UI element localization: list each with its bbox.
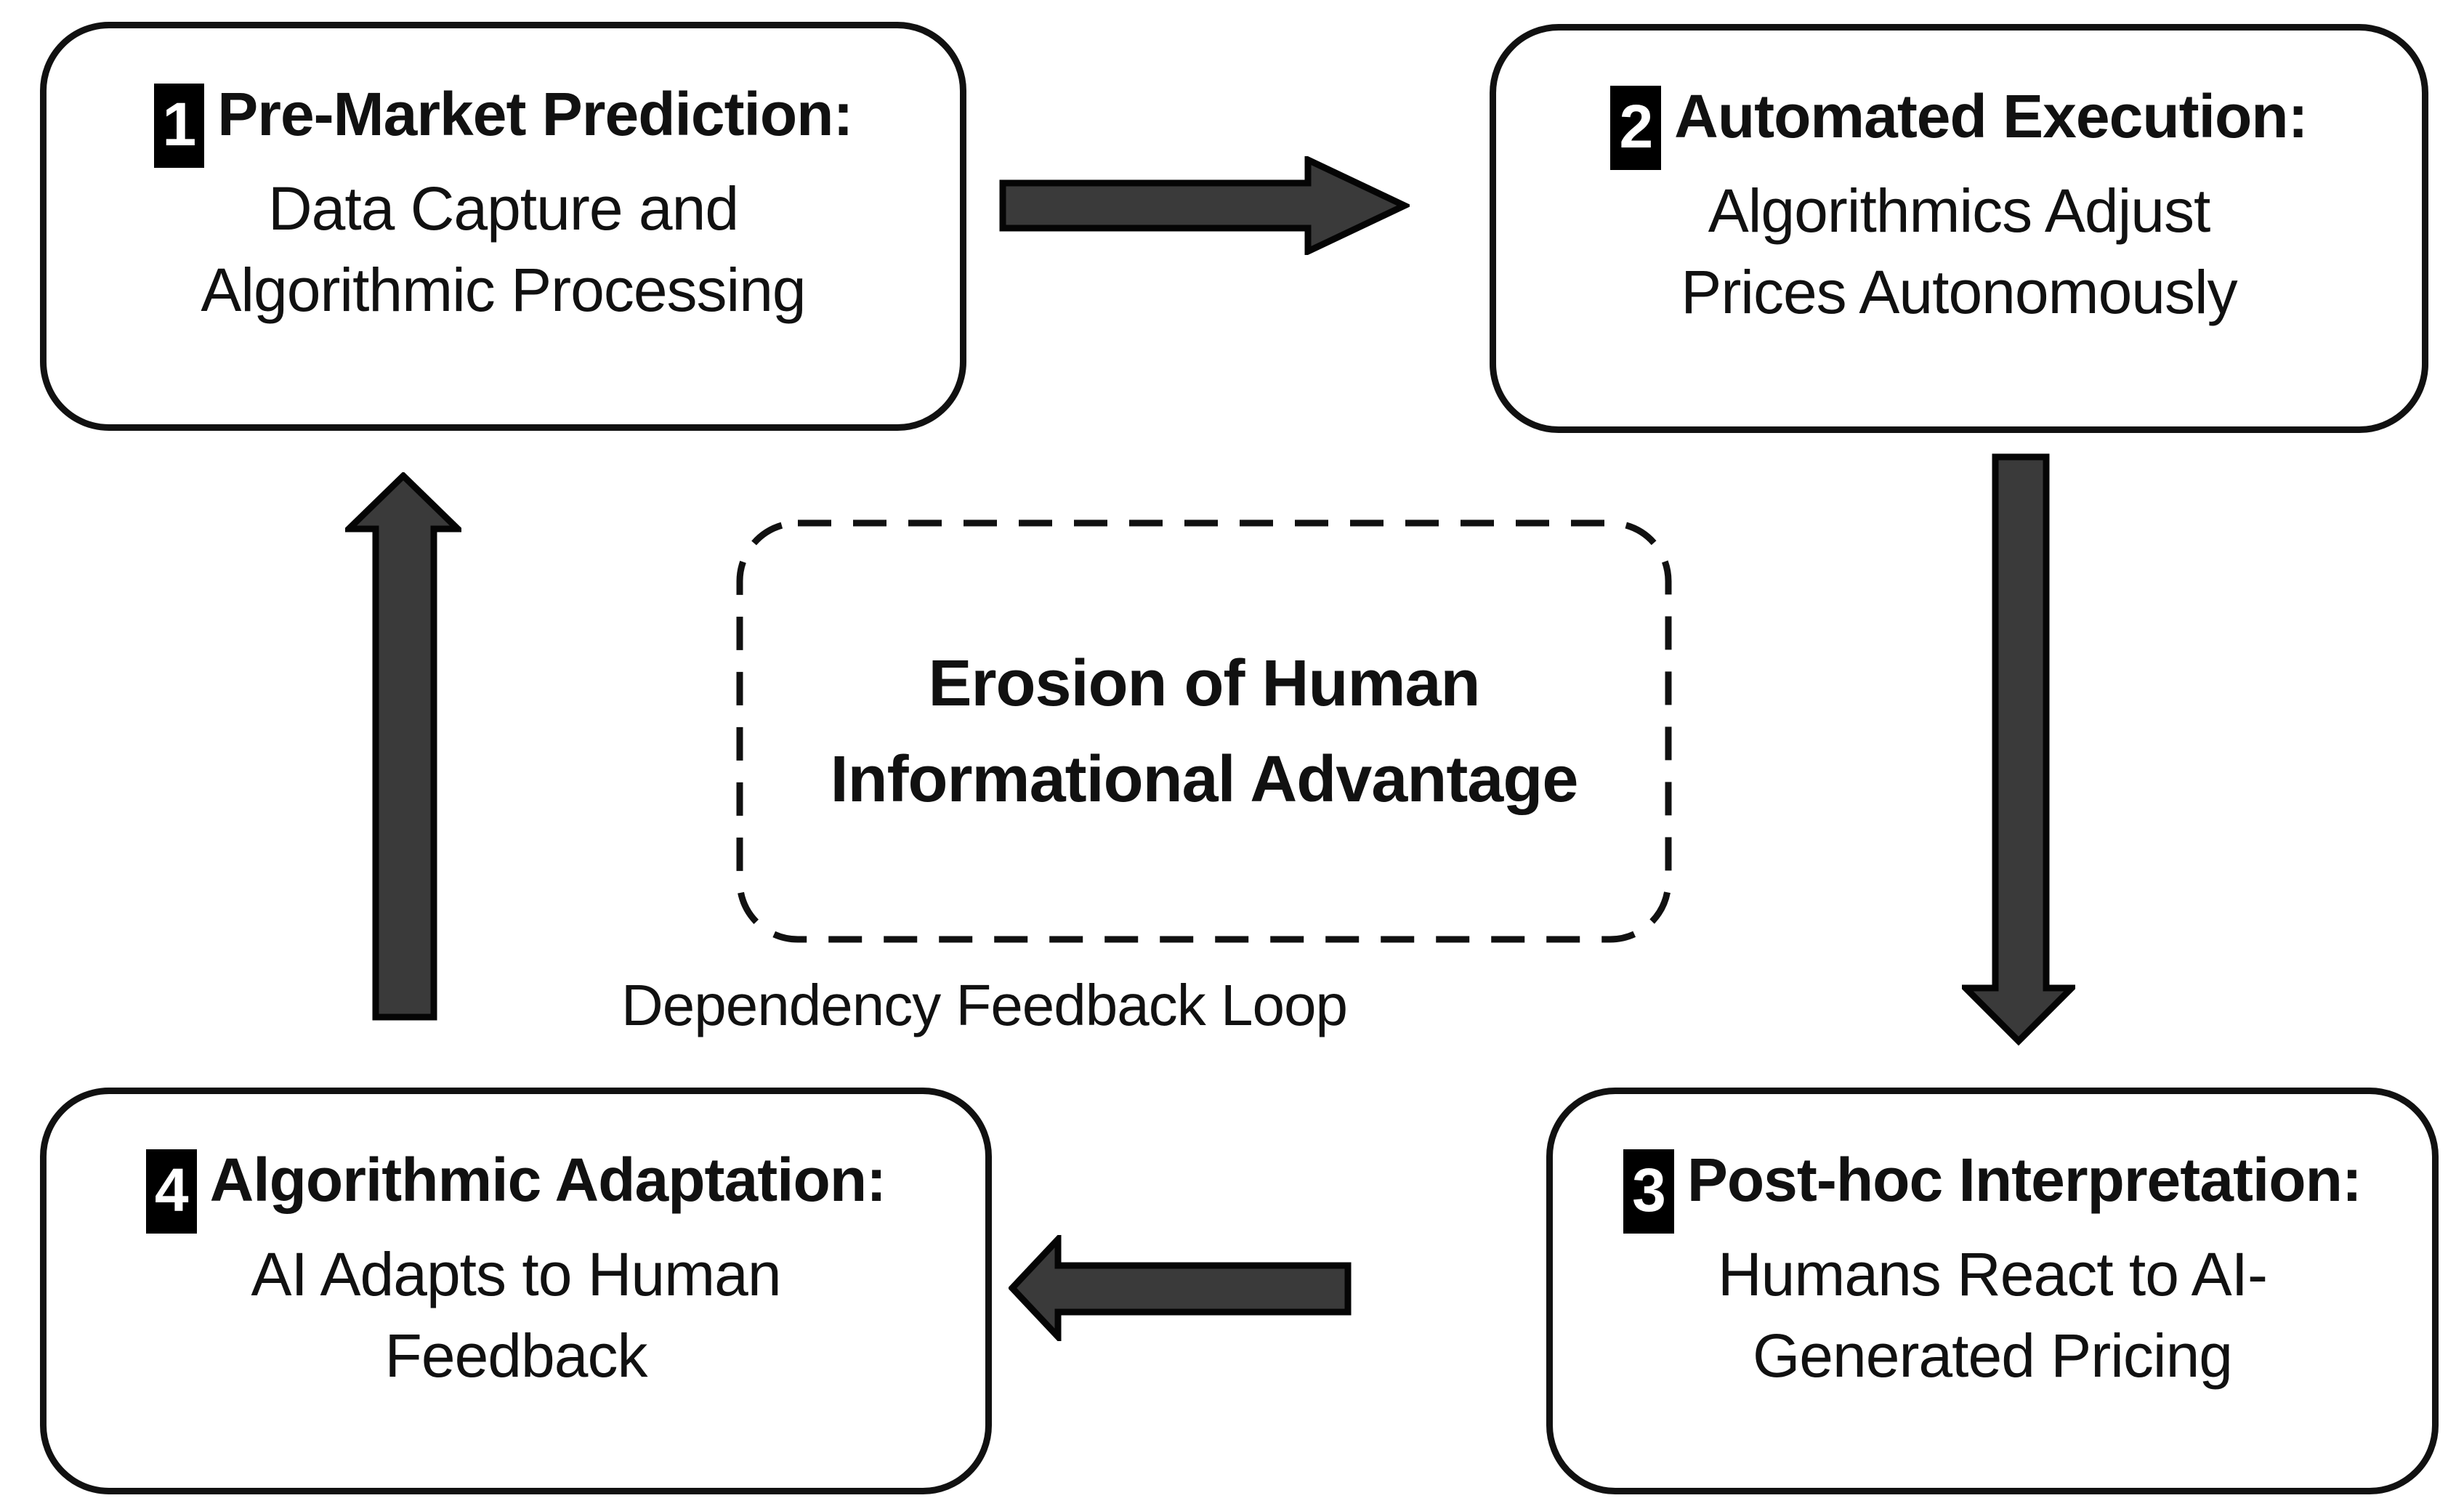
arrow-left-icon [1009,1235,1352,1341]
step-3-line: Generated Pricing [1752,1321,2233,1390]
step-1-line: Algorithmic Processing [201,256,806,324]
dashed-border-icon [736,519,1672,943]
arrow-right-icon [999,156,1410,255]
center-title-line: Erosion of Human [928,647,1480,720]
arrow-up-icon [345,472,461,1021]
step-1-title: Pre-Market Prediction: [217,80,853,148]
step-4-line: Feedback [384,1321,648,1390]
step-3-number-badge: 3 [1623,1149,1674,1234]
step-2-line: Prices Autonomously [1681,258,2237,326]
arrow-down-icon [1962,453,2075,1046]
step-2-title: Automated Execution: [1674,82,2308,150]
center-title: Erosion of Human Informational Advantage [735,519,1673,944]
step-3-title: Post-hoc Interpretation: [1687,1146,2362,1214]
step-2-line: Algorithmics Adjust [1708,177,2211,245]
step-1-line: Data Capture and [267,174,739,243]
step-4-number-badge: 4 [145,1149,197,1234]
step-4-title: Algorithmic Adaptation: [209,1146,886,1214]
step-1-number-badge: 1 [153,84,205,168]
center-title-line: Informational Advantage [830,742,1579,816]
center-dashed-box: Erosion of Human Informational Advantage [735,519,1673,944]
step-2-number-badge: 2 [1610,86,1662,170]
loop-label: Dependency Feedback Loop [621,973,1348,1037]
step-3-line: Humans React to AI- [1718,1240,2268,1308]
step-4-line: AI Adapts to Human [251,1240,781,1308]
